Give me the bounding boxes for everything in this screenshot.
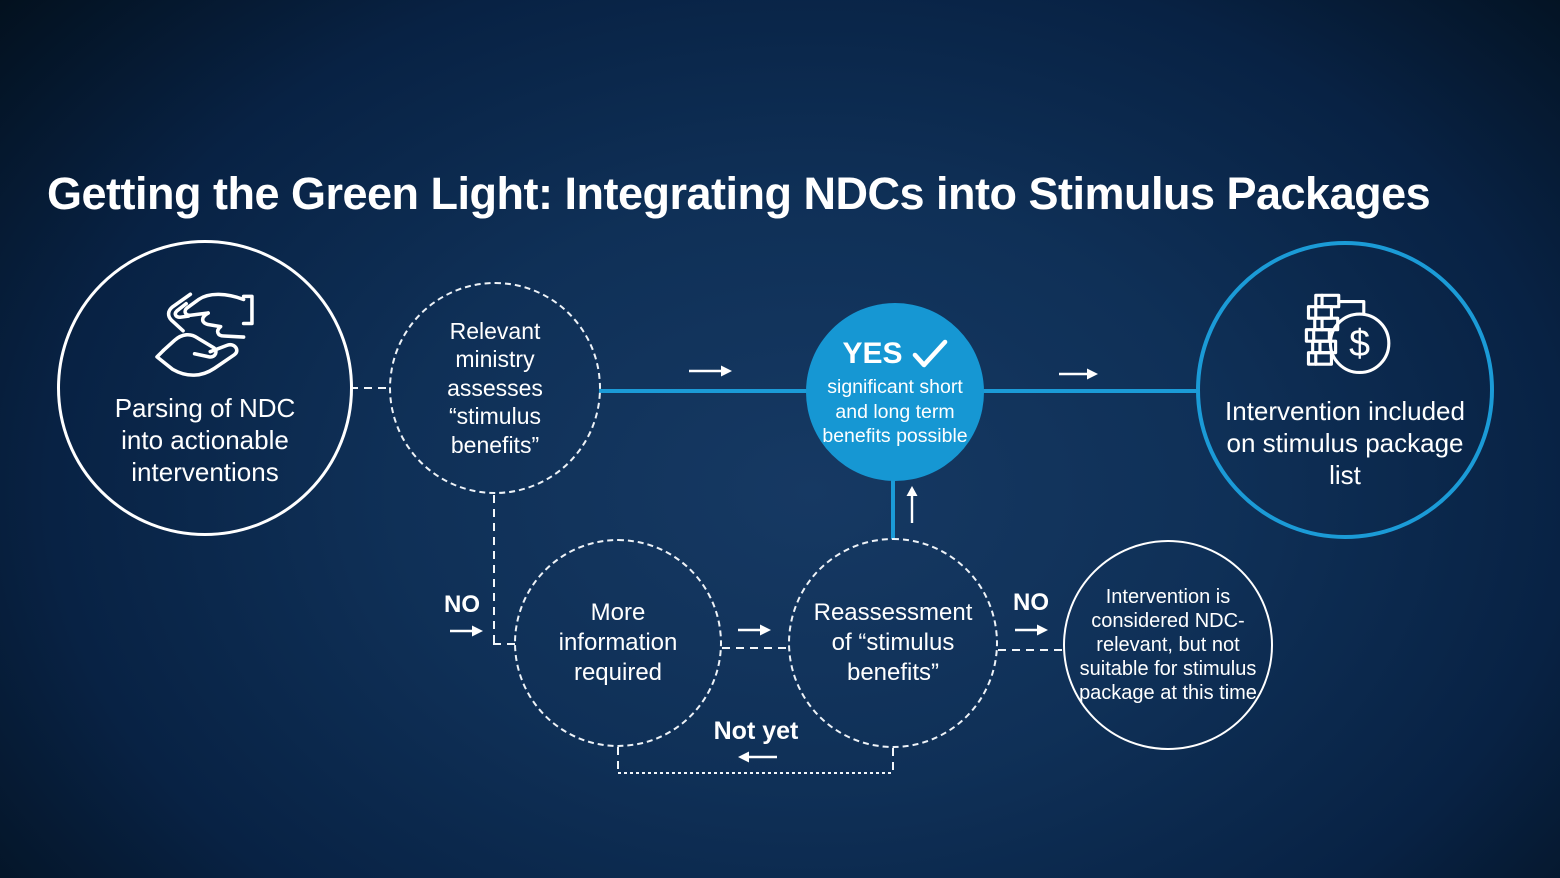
arrow-right-icon: [1014, 623, 1048, 641]
edge-label-no: NO: [444, 591, 480, 618]
yes-label: YES: [842, 337, 903, 371]
node-label: Intervention is considered NDC-relevant,…: [1079, 586, 1257, 704]
coins-dollar-icon: $: [1290, 289, 1400, 385]
hands-exchange-icon: [149, 288, 261, 384]
yes-description: significant short and long term benefits…: [822, 376, 968, 448]
node-more-information: More information required: [514, 539, 722, 747]
check-icon: [912, 339, 948, 369]
edge-loop-bottom: [618, 772, 894, 774]
arrow-right-icon: [449, 624, 483, 642]
node-parsing-ndc: Parsing of NDC into actionable intervent…: [57, 240, 353, 536]
dollar-symbol: $: [1349, 321, 1370, 363]
edge-ministry-no-down: [493, 495, 495, 645]
arrow-right-icon: [1058, 367, 1098, 385]
edge-loop-right-stub: [892, 748, 894, 773]
edge-label-not-yet: Not yet: [713, 717, 799, 745]
node-ministry-assessment: Relevant ministry assesses “stimulus ben…: [389, 282, 601, 494]
page-title: Getting the Green Light: Integrating NDC…: [47, 168, 1431, 220]
edge-ministry-no-elbow: [493, 643, 521, 645]
node-label: More information required: [558, 599, 678, 686]
node-intervention-included: $ Intervention included on stimulus pack…: [1196, 241, 1494, 539]
edge-parsing-to-ministry: [350, 387, 391, 389]
node-yes-decision: YES significant short and long term bene…: [806, 303, 984, 481]
arrow-right-icon: [737, 623, 771, 641]
edge-reassessment-to-yes-line: [891, 478, 895, 539]
node-label: Reassessment of “stimulus benefits”: [813, 599, 973, 686]
arrow-up-icon: [906, 486, 918, 529]
node-reassessment: Reassessment of “stimulus benefits”: [788, 538, 998, 748]
edge-reassessment-to-notsuitable: [998, 649, 1063, 651]
node-label: Relevant ministry assesses “stimulus ben…: [447, 317, 543, 458]
node-label: Parsing of NDC into actionable intervent…: [114, 392, 296, 488]
node-label: Intervention included on stimulus packag…: [1225, 395, 1465, 491]
edge-moreinfo-to-reassessment: [722, 647, 788, 649]
edge-loop-left-stub: [617, 747, 619, 773]
node-not-suitable: Intervention is considered NDC-relevant,…: [1063, 540, 1273, 750]
arrow-right-icon: [688, 364, 732, 382]
arrow-left-icon: [738, 750, 778, 768]
edge-label-no: NO: [1013, 589, 1049, 616]
